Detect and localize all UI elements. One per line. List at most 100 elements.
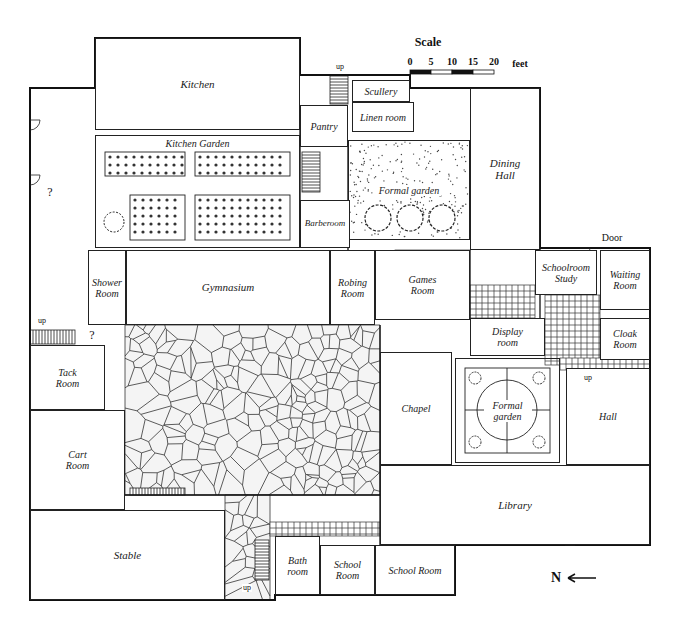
- stipple: [425, 168, 426, 169]
- garden-area: Formal garden: [455, 358, 560, 463]
- stipple: [370, 159, 371, 160]
- stipple: [396, 181, 397, 182]
- paving: [125, 325, 380, 495]
- stairs: [30, 330, 75, 344]
- stipple: [361, 171, 362, 172]
- stipple: [400, 231, 401, 232]
- stipple: [419, 158, 420, 159]
- query-mark: ?: [88, 329, 95, 341]
- stipple: [368, 189, 369, 190]
- room-name: Formal garden: [484, 400, 532, 422]
- stipple: [451, 204, 452, 205]
- stipple: [432, 182, 433, 183]
- stipple: [410, 198, 411, 199]
- scale-bar: [410, 70, 494, 74]
- stipple: [378, 165, 379, 166]
- stipple: [356, 214, 357, 215]
- scale-number: 0: [407, 57, 414, 67]
- stipple: [455, 201, 456, 202]
- stipple: [377, 146, 378, 147]
- room: Pantry: [300, 105, 348, 147]
- stipple: [432, 169, 433, 170]
- stipple: [417, 202, 418, 203]
- stipple: [404, 236, 405, 237]
- room: Cloak Room: [600, 318, 650, 360]
- stair-label: up: [37, 317, 47, 325]
- stipple: [457, 223, 458, 224]
- stipple: [457, 165, 458, 166]
- stipple: [364, 150, 365, 151]
- stipple: [361, 222, 362, 223]
- stipple: [459, 143, 460, 144]
- stipple: [383, 180, 384, 181]
- shrub: [104, 212, 124, 232]
- room-name: Cloak Room: [604, 328, 646, 350]
- room-name: Chapel: [402, 403, 431, 414]
- stipple: [448, 174, 449, 175]
- room: Chapel: [380, 352, 452, 465]
- stipple: [436, 173, 437, 174]
- stipple: [359, 171, 360, 172]
- stairs: [330, 76, 348, 104]
- stipple: [431, 200, 432, 201]
- stipple: [456, 177, 457, 178]
- room-name: Waiting Room: [604, 269, 646, 291]
- stipple: [359, 195, 360, 196]
- stipple: [416, 203, 417, 204]
- room-name: Formal garden: [377, 185, 441, 196]
- stipple: [350, 174, 351, 175]
- garden-area: Kitchen Garden: [95, 135, 300, 248]
- stipple: [393, 173, 394, 174]
- stipple: [443, 203, 444, 204]
- stipple: [365, 153, 366, 154]
- room: Display room: [470, 318, 545, 356]
- room: Cart Room: [30, 410, 125, 510]
- stipple: [350, 162, 351, 163]
- stipple: [420, 145, 421, 146]
- room: Kitchen: [95, 38, 300, 130]
- stipple: [419, 180, 420, 181]
- stairs: [255, 540, 269, 580]
- stipple: [450, 180, 451, 181]
- room: School Room: [375, 545, 455, 595]
- stipple: [422, 182, 423, 183]
- stipple: [363, 163, 364, 164]
- stipple: [418, 233, 419, 234]
- stipple: [467, 145, 468, 146]
- stipple: [351, 221, 352, 222]
- garden-bed: [130, 195, 185, 240]
- stipple: [374, 233, 375, 234]
- stipple: [423, 212, 424, 213]
- stipple: [437, 231, 438, 232]
- room-name: Shower Room: [92, 277, 122, 299]
- stipple: [463, 205, 464, 206]
- stipple: [368, 174, 369, 175]
- stipple: [455, 159, 456, 160]
- stipple: [364, 229, 365, 230]
- stipple: [459, 237, 460, 238]
- door-label: Door: [601, 233, 624, 243]
- stipple: [363, 158, 364, 159]
- stipple: [425, 209, 426, 210]
- stipple: [439, 171, 440, 172]
- stipple: [364, 187, 365, 188]
- stipple: [359, 151, 360, 152]
- stipple: [384, 205, 385, 206]
- room-name: Display room: [488, 326, 528, 348]
- room: Games Room: [375, 250, 470, 320]
- room-name: School Room: [388, 565, 441, 576]
- stipple: [401, 143, 402, 144]
- stipple: [354, 184, 355, 185]
- stipple: [397, 202, 398, 203]
- stipple: [427, 221, 428, 222]
- room-name: School Room: [324, 559, 371, 581]
- formal-garden-plan: [465, 368, 550, 453]
- stipple: [465, 171, 466, 172]
- stipple: [404, 236, 405, 237]
- stipple: [371, 234, 372, 235]
- stipple: [428, 163, 429, 164]
- stipple: [430, 153, 431, 154]
- stipple: [458, 210, 459, 211]
- stair-label: up: [242, 584, 252, 592]
- scale-number: 15: [467, 57, 479, 67]
